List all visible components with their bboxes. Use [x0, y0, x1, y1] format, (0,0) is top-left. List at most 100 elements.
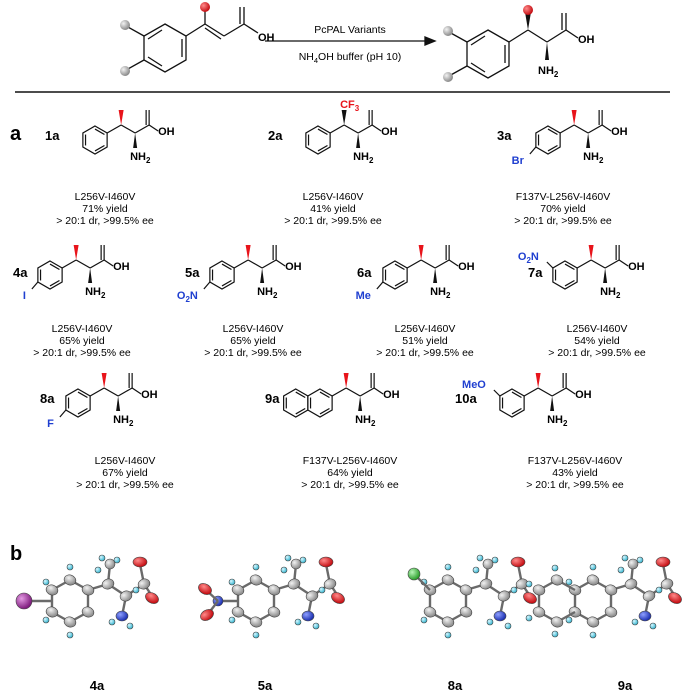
substituent-label: F [47, 418, 54, 430]
compound-sel: > 20:1 dr, >99.5% ee [33, 347, 131, 359]
compound-yield: 54% yield [574, 335, 620, 347]
compound-label: 7a [528, 265, 543, 280]
oh-label: OH [611, 126, 628, 138]
crystal-label: 4a [90, 678, 105, 693]
compound-yield: 65% yield [230, 335, 276, 347]
compound-label: 5a [185, 265, 200, 280]
cf3-label: CF3 [340, 99, 360, 113]
compound-sel: > 20:1 dr, >99.5% ee [514, 215, 612, 227]
compound-variant: L256V-I460V [95, 455, 156, 467]
compound-yield: 65% yield [59, 335, 105, 347]
oh-label: OH [113, 261, 130, 273]
compound-label: 4a [13, 265, 28, 280]
oh-label: OH [383, 389, 400, 401]
substrate-oh: OH [258, 32, 275, 44]
compound-sel: > 20:1 dr, >99.5% ee [76, 479, 174, 491]
compound-structure: OH NH2 Me [356, 245, 475, 302]
compound-variant: L256V-I460V [303, 191, 364, 203]
compound-sel: > 20:1 dr, >99.5% ee [526, 479, 624, 491]
compound-label: 8a [40, 391, 55, 406]
compound-yield: 71% yield [82, 203, 128, 215]
crystal-8a: 8a [407, 554, 537, 693]
compound-structure: OH NH2 Br [512, 110, 628, 167]
substituent-label: Me [356, 290, 371, 302]
nh2-label: NH2 [547, 414, 568, 428]
compound-variant: F137V-L256V-I460V [303, 455, 398, 467]
compound-variant: L256V-I460V [75, 191, 136, 203]
oh-label: OH [158, 126, 175, 138]
nh2-label: NH2 [355, 414, 376, 428]
substituent-label: O2N [177, 290, 198, 304]
nh2-label: NH2 [353, 151, 374, 165]
substituent-label: I [23, 290, 26, 302]
reagent-top-text: PcPAL Variants [314, 24, 386, 36]
compound-variant: L256V-I460V [223, 323, 284, 335]
oh-label: OH [628, 261, 645, 273]
compound-sel: > 20:1 dr, >99.5% ee [548, 347, 646, 359]
oh-label: OH [141, 389, 158, 401]
crystal-4a: 4a [15, 554, 159, 693]
substituent-label: MeO [462, 379, 486, 391]
compound-yield: 43% yield [552, 467, 598, 479]
compound-structure: OH NH2 I [23, 245, 130, 302]
compound-structure: OH NH2 [82, 110, 175, 165]
compound-sel: > 20:1 dr, >99.5% ee [301, 479, 399, 491]
compound-structure: OH NH2 CF3 [305, 99, 398, 165]
reagent-bottom-text: NH4OH buffer (pH 10) [299, 51, 402, 65]
compound-structure: OH NH2 F [47, 373, 158, 430]
scheme-balls [120, 2, 533, 82]
product-nh2: NH2 [538, 65, 559, 79]
compound-structure: OH NH2 [283, 373, 400, 428]
compound-variant: L256V-I460V [52, 323, 113, 335]
oh-label: OH [575, 389, 592, 401]
compound-variant: F137V-L256V-I460V [516, 191, 611, 203]
compound-label: 3a [497, 128, 512, 143]
reaction-scheme [15, 7, 670, 93]
crystal-5a: 5a [198, 554, 345, 693]
compound-sel: > 20:1 dr, >99.5% ee [204, 347, 302, 359]
crystal-label: 9a [618, 678, 633, 693]
crystal-structures: 4a 5a 8a 9a [15, 554, 682, 693]
compound-label: 1a [45, 128, 60, 143]
compound-label: 10a [455, 391, 477, 406]
compound-structure: OH NH2 O2N [518, 245, 645, 300]
crystal-label: 8a [448, 678, 463, 693]
product-ring [466, 29, 510, 79]
nh2-label: NH2 [600, 286, 621, 300]
compound-variant: L256V-I460V [567, 323, 628, 335]
nh2-label: NH2 [85, 286, 106, 300]
oh-label: OH [458, 261, 475, 273]
crystal-label: 5a [258, 678, 273, 693]
nh2-label: NH2 [113, 414, 134, 428]
nh2-label: NH2 [430, 286, 451, 300]
oh-label: OH [381, 126, 398, 138]
compound-variant: L256V-I460V [395, 323, 456, 335]
compound-yield: 64% yield [327, 467, 373, 479]
substituent-label: Br [512, 155, 525, 167]
oh-label: OH [285, 261, 302, 273]
substituent-label: O2N [518, 251, 539, 265]
nh2-label: NH2 [130, 151, 151, 165]
nh2-label: NH2 [583, 151, 604, 165]
compound-sel: > 20:1 dr, >99.5% ee [56, 215, 154, 227]
compound-label: 9a [265, 391, 280, 406]
nh2-label: NH2 [257, 286, 278, 300]
compound-variant: F137V-L256V-I460V [528, 455, 623, 467]
panel-b-label: b [10, 543, 22, 565]
compound-sel: > 20:1 dr, >99.5% ee [284, 215, 382, 227]
compound-structure: OH NH2 O2N [177, 245, 302, 304]
panel-a-label: a [10, 123, 22, 145]
compound-structure: OH NH2 MeO [462, 373, 592, 428]
compound-label: 2a [268, 128, 283, 143]
